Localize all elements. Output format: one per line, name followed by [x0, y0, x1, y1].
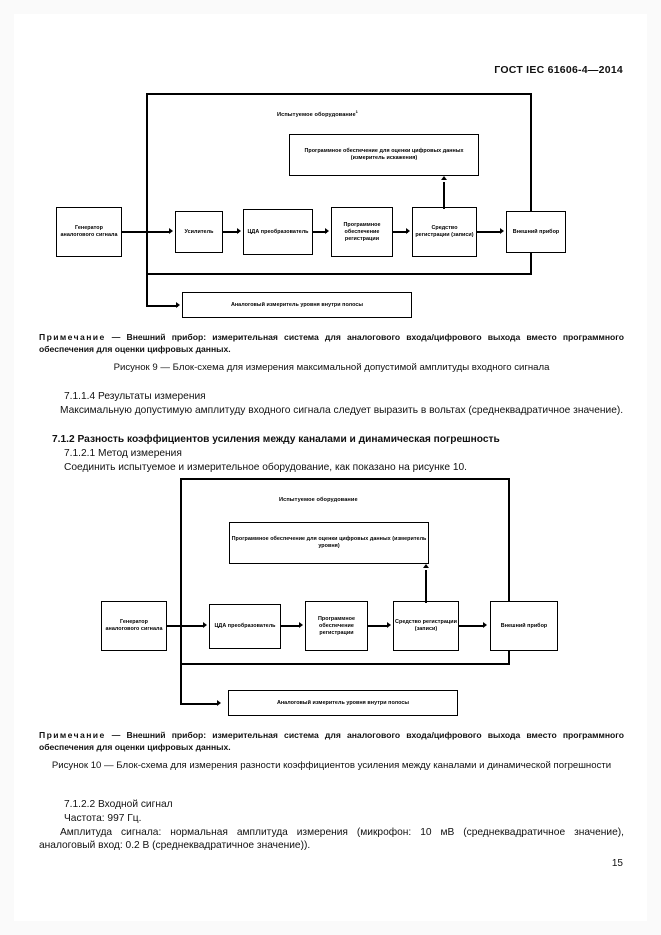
- document-header-standard-number: ГОСТ IEC 61606-4—2014: [494, 64, 623, 76]
- figure-10-external-device-box: Внешний прибор: [490, 601, 558, 651]
- figure-10-connector-recording-software-device: [368, 625, 387, 627]
- figure-9-equipment-under-test-label: Испытуемое оборудование1: [277, 109, 358, 118]
- figure-9-note: Примечание — Внешний прибор: измерительн…: [39, 332, 624, 355]
- figure-10-da-converter-box: ЦДА преобразователь: [209, 604, 281, 649]
- figure-10-connector-recording-device-evaluation: [425, 570, 427, 603]
- figure-10-connector-recording-device-external: [459, 625, 484, 627]
- figure-9-equipment-under-test-frame: [146, 93, 532, 275]
- figure-10-arrow-into-analog-meter: [217, 700, 221, 706]
- figure-10-caption: Рисунок 10 — Блок-схема для измерения ра…: [51, 760, 612, 771]
- figure-10-note: Примечание — Внешний прибор: измерительн…: [39, 730, 624, 753]
- figure-10-recording-device-box: Средство регистрации (записи): [393, 601, 459, 651]
- figure-9-external-device-box: Внешний прибор: [506, 211, 566, 253]
- figure-10-connector-generator-converter: [167, 625, 203, 627]
- figure-10-recording-software-box: Программное обеспечение регистрации: [305, 601, 368, 651]
- figure-10-signal-generator-box: Генератор аналогового сигнала: [101, 601, 167, 651]
- figure-9-recording-device-box: Средство регистрации (записи): [412, 207, 477, 257]
- section-7-1-2-2-heading: 7.1.2.2 Входной сигнал: [64, 799, 173, 810]
- page-sheet: ГОСТ IEC 61606-4—2014 Испытуемое оборудо…: [14, 14, 647, 921]
- figure-9-tap-horizontal-to-analog-meter: [146, 305, 178, 307]
- figure-10-note-text: — Внешний прибор: измерительная система …: [39, 730, 624, 752]
- figure-10-equipment-under-test-frame: [180, 478, 510, 665]
- figure-9-recording-software-box: Программное обеспечение регистрации: [331, 207, 393, 257]
- figure-9-eut-label-text: Испытуемое оборудование: [277, 111, 356, 118]
- figure-9-evaluation-software-box: Программное обеспечение для оценки цифро…: [289, 134, 479, 176]
- figure-10-arrow-into-recording-device: [387, 622, 391, 628]
- figure-9-amplifier-box: Усилитель: [175, 211, 223, 253]
- figure-10-arrow-into-external-device: [483, 622, 487, 628]
- figure-9-connector-recording-device-external: [477, 231, 501, 233]
- figure-9-arrow-into-external-device: [500, 228, 504, 234]
- section-7-1-2-1-heading: 7.1.2.1 Метод измерения: [64, 448, 182, 459]
- figure-9-signal-generator-box: Генератор аналогового сигнала: [56, 207, 122, 257]
- figure-9-note-label: Примечание: [39, 332, 106, 342]
- section-7-1-2-1-body: Соединить испытуемое и измерительное обо…: [64, 462, 467, 473]
- figure-10-tap-vertical-from-generator: [180, 625, 182, 704]
- page-number: 15: [611, 858, 623, 869]
- figure-9-tap-vertical-from-generator: [146, 231, 148, 306]
- figure-9-note-text: — Внешний прибор: измерительная система …: [39, 332, 624, 354]
- section-7-1-2-2-amplitude-line: Амплитуда сигнала: нормальная амплитуда …: [39, 827, 624, 852]
- figure-9-arrow-into-converter: [237, 228, 241, 234]
- figure-10-arrow-into-converter: [203, 622, 207, 628]
- figure-9-eut-label-superscript: 1: [355, 109, 358, 114]
- figure-9-arrow-into-recording-device: [406, 228, 410, 234]
- figure-9-caption: Рисунок 9 — Блок-схема для измерения мак…: [113, 362, 550, 373]
- figure-9-connector-converter-recording-software: [313, 231, 327, 233]
- figure-9-block-diagram: Испытуемое оборудование1 Программное обе…: [14, 14, 647, 344]
- section-7-1-1-4-heading: 7.1.1.4 Результаты измерения: [64, 391, 206, 402]
- figure-9-connector-amplifier-converter: [223, 231, 239, 233]
- figure-9-da-converter-box: ЦДА преобразователь: [243, 209, 313, 255]
- figure-10-connector-converter-recording-software: [281, 625, 299, 627]
- figure-10-evaluation-software-box: Программное обеспечение для оценки цифро…: [229, 522, 429, 564]
- figure-9-analog-level-meter-box: Аналоговый измеритель уровня внутри поло…: [182, 292, 412, 318]
- figure-10-block-diagram: Испытуемое оборудование Программное обес…: [14, 14, 647, 734]
- figure-10-equipment-under-test-label: Испытуемое оборудование: [279, 497, 358, 503]
- figure-9-arrow-into-amplifier: [169, 228, 173, 234]
- figure-9-connector-recording-device-evaluation: [443, 182, 445, 209]
- figure-9-arrow-into-recording-software: [325, 228, 329, 234]
- figure-9-arrow-into-analog-meter: [176, 302, 180, 308]
- figure-10-analog-level-meter-box: Аналоговый измеритель уровня внутри поло…: [228, 690, 458, 716]
- section-7-1-1-4-body: Максимальную допустимую амплитуду входно…: [60, 405, 624, 416]
- figure-9-connector-recording-software-device: [393, 231, 408, 233]
- figure-10-note-label: Примечание: [39, 730, 106, 740]
- figure-10-arrow-into-recording-software: [299, 622, 303, 628]
- figure-10-arrow-into-evaluation-software: [423, 564, 429, 568]
- figure-9-arrow-into-evaluation-software: [441, 176, 447, 180]
- figure-10-tap-horizontal-to-analog-meter: [180, 703, 218, 705]
- section-7-1-2-heading: 7.1.2 Разность коэффициентов усиления ме…: [52, 434, 500, 445]
- section-7-1-2-2-frequency-line: Частота: 997 Гц.: [64, 813, 142, 824]
